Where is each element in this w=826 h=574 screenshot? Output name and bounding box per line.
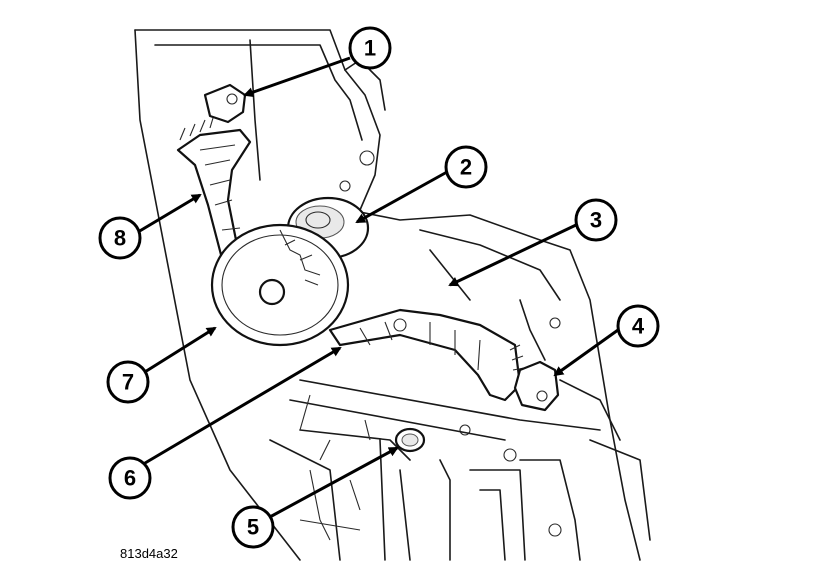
- callout-6: 6: [108, 456, 152, 500]
- chain-guide-right: [328, 308, 525, 402]
- callout-6-label: 6: [124, 466, 136, 491]
- callout-2-label: 2: [460, 155, 472, 180]
- lower-tensioner: [513, 360, 560, 412]
- plug-bolt: [394, 427, 426, 453]
- callout-5: 5: [231, 505, 275, 549]
- figure-id: 813d4a32: [120, 546, 178, 561]
- callout-2: 2: [444, 145, 488, 189]
- callout-8-label: 8: [114, 226, 126, 251]
- callout-4-label: 4: [632, 314, 645, 339]
- upper-tensioner: [203, 83, 247, 124]
- callout-7: 7: [106, 360, 150, 404]
- callout-5-label: 5: [247, 515, 259, 540]
- callout-3-label: 3: [590, 208, 602, 233]
- callout-7-label: 7: [122, 370, 134, 395]
- crankshaft-sprocket: [210, 223, 350, 347]
- leader-lines: [137, 56, 619, 520]
- callout-1: 1: [348, 26, 392, 70]
- callout-8: 8: [98, 216, 142, 260]
- engine-block: [134, 29, 651, 561]
- callout-3: 3: [574, 198, 618, 242]
- callout-1-label: 1: [364, 36, 376, 61]
- callout-4: 4: [616, 304, 660, 348]
